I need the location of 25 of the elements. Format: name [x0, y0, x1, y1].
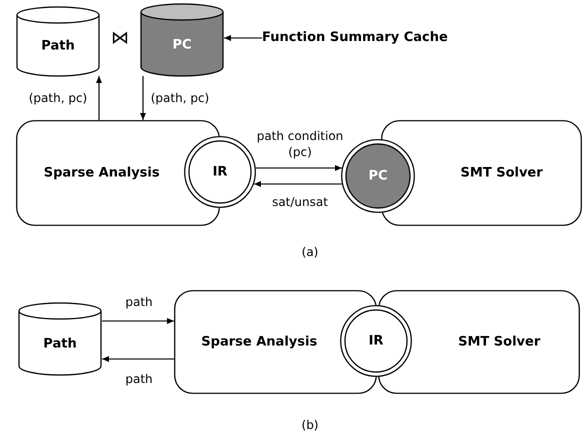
- arrow: [140, 76, 146, 120]
- node-label: Path: [41, 38, 75, 54]
- node-label: Path: [43, 336, 77, 351]
- node-label: IR: [212, 164, 228, 180]
- arrow: [224, 35, 262, 41]
- edge-label: path: [124, 294, 154, 310]
- arrow: [254, 181, 342, 187]
- node-label: PC: [368, 168, 388, 184]
- node-label: PC: [172, 37, 192, 52]
- arrow: [102, 356, 174, 362]
- arrow: [96, 76, 102, 120]
- edge-label: path: [124, 370, 154, 388]
- edge-label: (path, pc): [150, 90, 210, 106]
- arrow: [256, 165, 342, 171]
- subfigure-label: (a): [302, 245, 318, 259]
- arrow: [102, 318, 174, 324]
- join-symbol: ⋈: [111, 28, 129, 48]
- node-label: Sparse Analysis: [201, 334, 318, 350]
- node-label: SMT Solver: [460, 166, 543, 180]
- node-label: IR: [368, 334, 384, 348]
- subfigure-label: (b): [302, 418, 318, 432]
- node-label: SMT Solver: [458, 334, 540, 350]
- edge-label: (path, pc): [28, 90, 88, 106]
- annotation-text: Function Summary Cache: [262, 28, 462, 48]
- node-label: Sparse Analysis: [44, 166, 160, 180]
